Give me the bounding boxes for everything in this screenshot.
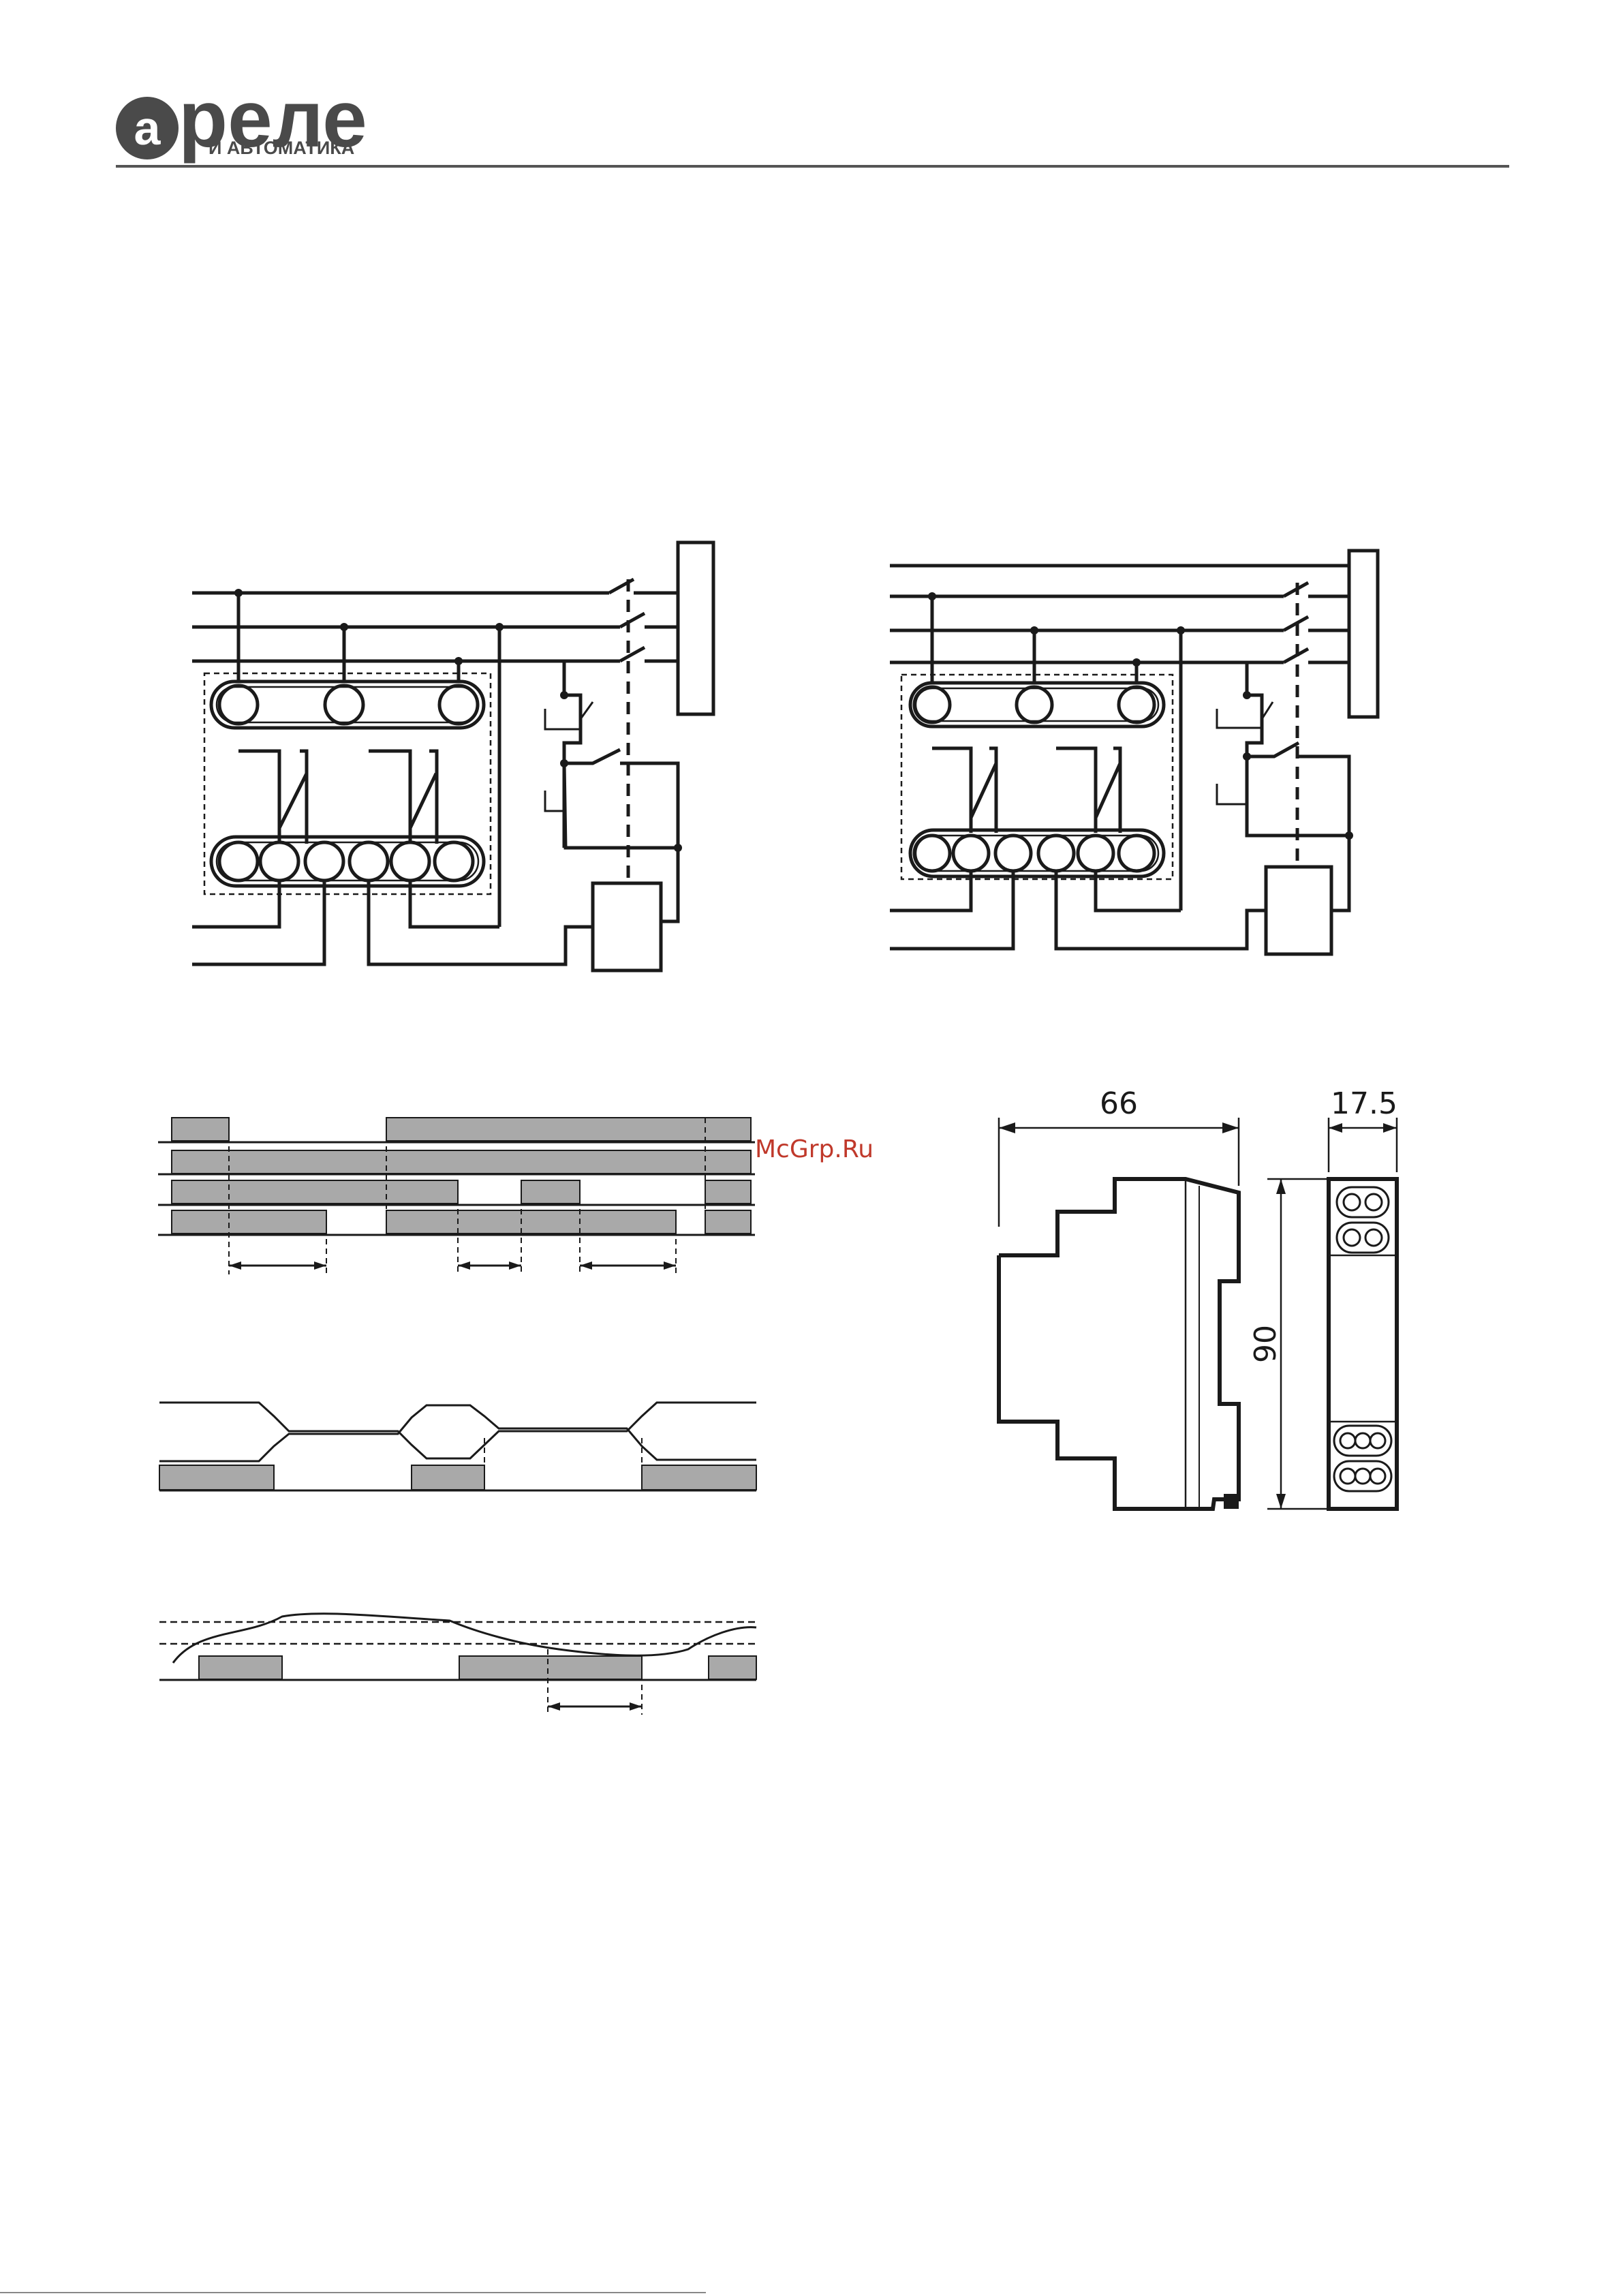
wiring-diagram-left: [192, 542, 713, 970]
timing-diagram-2: [159, 1403, 756, 1490]
logo-sub-text: И АВТОМАТИКА: [208, 138, 354, 158]
logo-mark-letter: а: [134, 102, 161, 155]
watermark-text: McGrp.Ru: [755, 1135, 874, 1163]
dim-height-label: 90: [1248, 1325, 1283, 1363]
dimension-drawing-front: 17.5 90: [1248, 1086, 1397, 1509]
dim-depth-label: 66: [1100, 1086, 1138, 1121]
wiring-diagram-right: [890, 551, 1378, 954]
dimension-drawing-side: 66: [999, 1086, 1239, 1509]
timing-diagram-1: [158, 1118, 755, 1274]
brand-logo: а реле И АВТОМАТИКА: [116, 74, 367, 164]
dim-width-label: 17.5: [1331, 1086, 1397, 1121]
timing-diagram-3: [159, 1614, 756, 1715]
